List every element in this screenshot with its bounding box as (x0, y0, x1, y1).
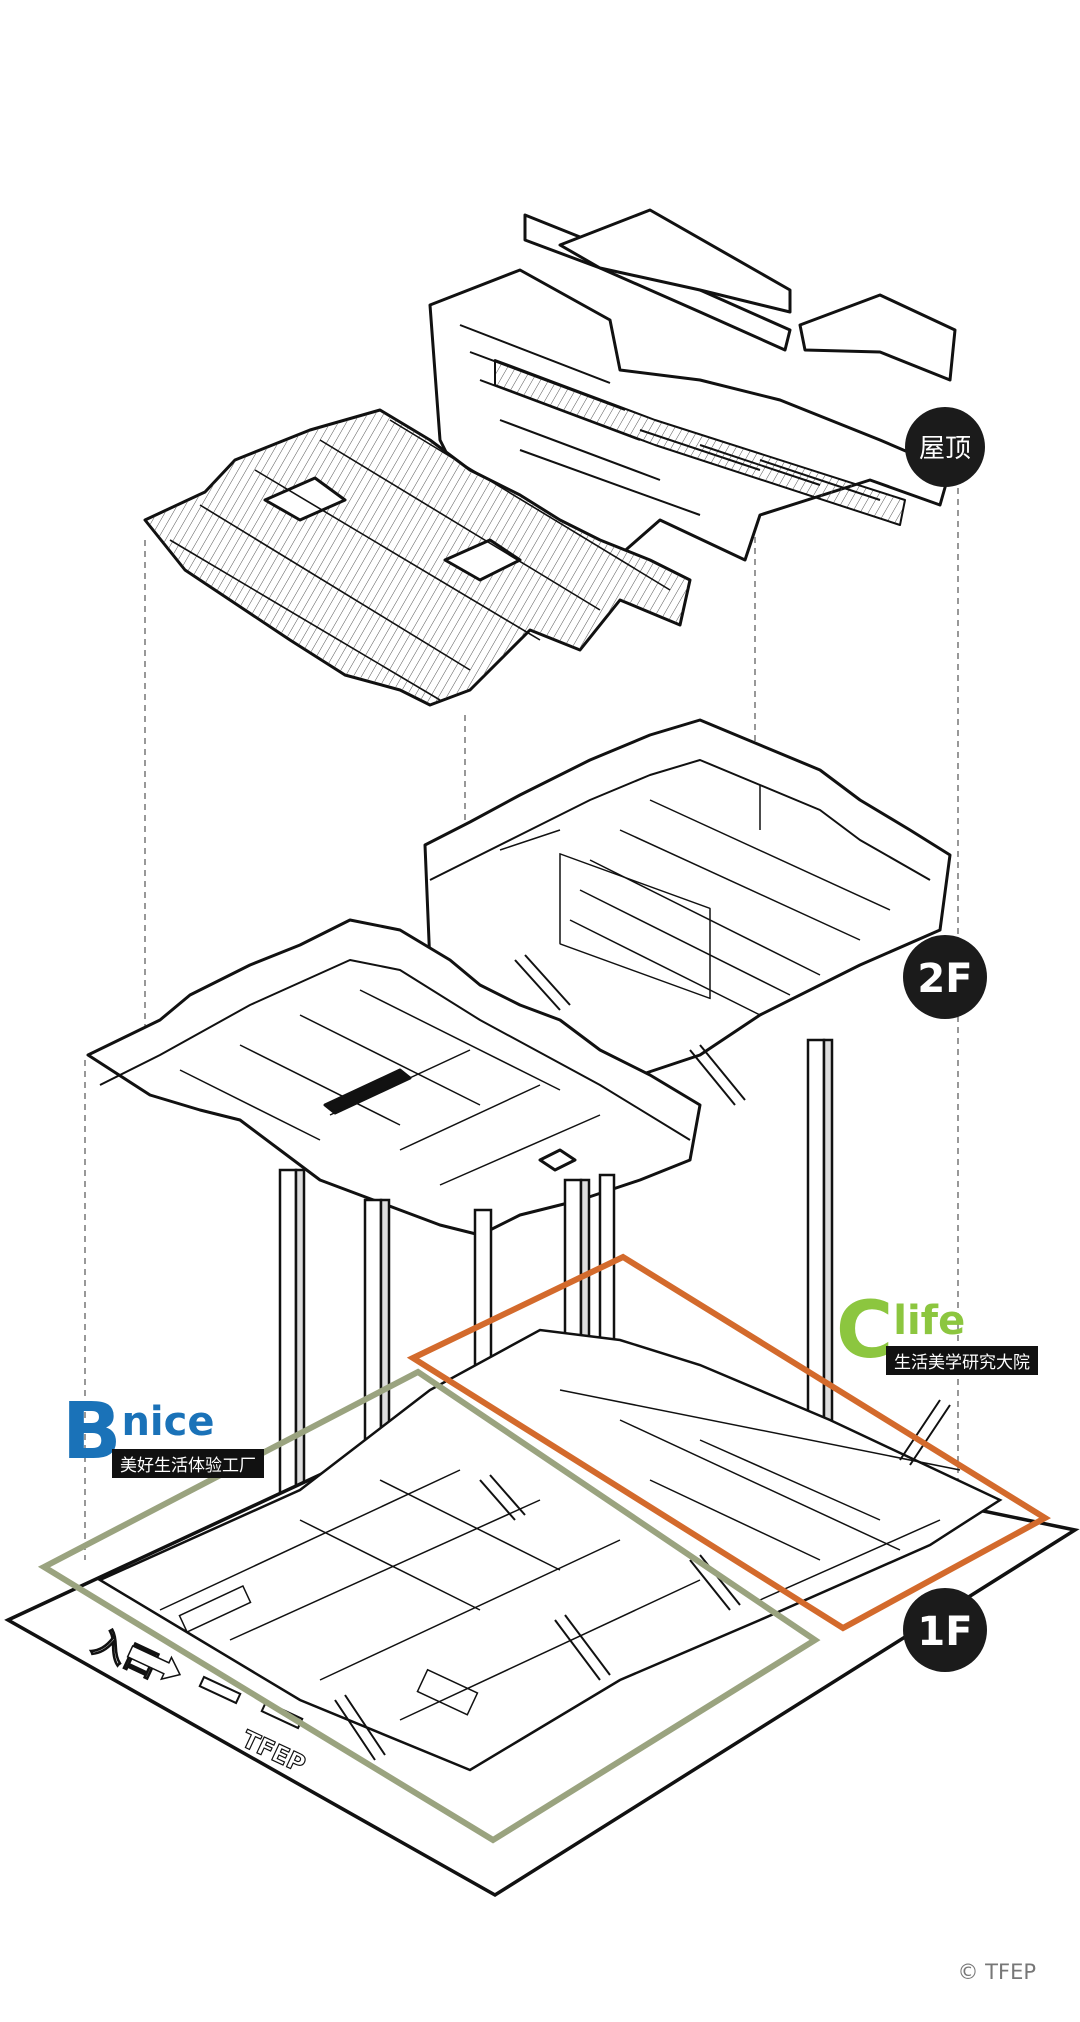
zone-b-frame (37, 1368, 821, 1844)
zone-c-frame (406, 1253, 1051, 1632)
second-floor-escalators (514, 954, 746, 1106)
roof-right-block (428, 208, 957, 562)
svg-text:1F: 1F (917, 1609, 972, 1655)
zone-b-subtitle: 美好生活体验工厂 (112, 1449, 264, 1478)
second-floor-badge: 2F (903, 935, 987, 1019)
zone-b-letter: B (62, 1387, 122, 1477)
first-floor-badge: 1F (903, 1588, 987, 1672)
zone-c-label: Clife 生活美学研究大院 (836, 1286, 1038, 1376)
roof-level (143, 208, 957, 707)
first-floor-escalators (334, 1399, 951, 1761)
roof-level-badge: 屋顶 (905, 407, 985, 487)
first-floor-partitions (159, 1389, 961, 1721)
entrance-arrow-icon (126, 1644, 182, 1681)
second-floor-left-slab (86, 918, 702, 1237)
svg-text:2F: 2F (917, 956, 972, 1002)
copyright-credit: © TFEP (957, 1960, 1036, 1984)
zone-c-word: life (893, 1298, 966, 1344)
zone-c-subtitle: 生活美学研究大院 (886, 1346, 1038, 1375)
zone-b-word: nice (121, 1399, 215, 1445)
svg-text:屋顶: 屋顶 (919, 434, 971, 464)
zone-b-label: Bnice 美好生活体验工厂 (62, 1387, 264, 1478)
second-floor-level (86, 718, 952, 1237)
zone-c-letter: C (836, 1286, 894, 1376)
first-floor-outline (97, 1328, 1003, 1772)
roof-left-block (143, 408, 692, 707)
